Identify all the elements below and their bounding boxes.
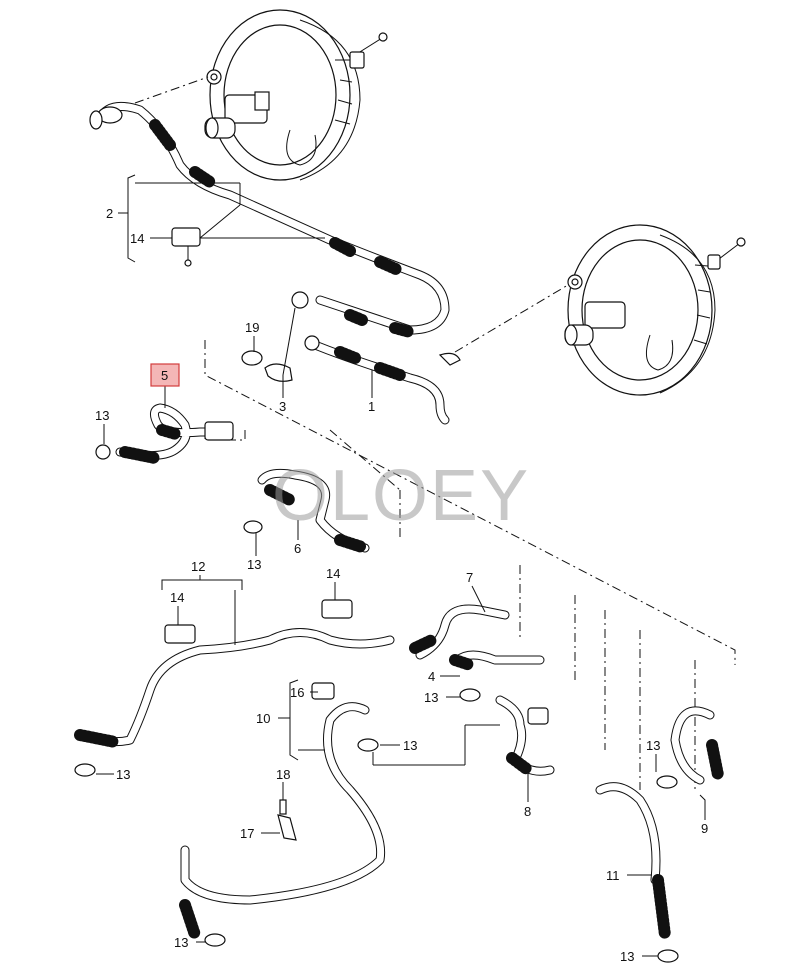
callout-1: 1 [368, 399, 375, 414]
hose-part-8 [495, 695, 555, 776]
callout-3: 3 [279, 399, 286, 414]
fitting-part-3 [264, 363, 293, 382]
callout-13: 13 [247, 557, 261, 572]
vacuum-line-part-12 [74, 599, 395, 777]
callout-13: 13 [174, 935, 188, 950]
hose-assembly-part-6 [243, 468, 370, 553]
callout-4: 4 [428, 669, 435, 684]
callout-14: 14 [170, 590, 184, 605]
bracket-part-17 [277, 799, 297, 841]
clip-part-14-upper [171, 227, 201, 267]
callout-7: 7 [466, 570, 473, 585]
brake-booster-upper [204, 9, 388, 181]
callout-13: 13 [424, 690, 438, 705]
callout-19: 19 [245, 320, 259, 335]
hose-part-9 [656, 706, 724, 789]
highlight-label: 5 [161, 368, 168, 383]
callout-18: 18 [276, 767, 290, 782]
callout-13: 13 [646, 738, 660, 753]
callout-13: 13 [403, 738, 417, 753]
callout-8: 8 [524, 804, 531, 819]
callout-13: 13 [95, 408, 109, 423]
hose-part-4 [449, 650, 545, 702]
callout-9: 9 [701, 821, 708, 836]
highlight-box [150, 363, 180, 387]
vacuum-line-part-10 [179, 682, 386, 947]
callout-6: 6 [294, 541, 301, 556]
callout-10: 10 [256, 711, 270, 726]
callout-leaders [96, 174, 706, 957]
brake-booster-right [564, 224, 746, 396]
hose-part-5 [95, 403, 234, 464]
hose-part-7 [409, 604, 510, 660]
hose-part-11 [595, 782, 679, 963]
callout-13: 13 [620, 949, 634, 964]
callout-14: 14 [326, 566, 340, 581]
callout-16: 16 [290, 685, 304, 700]
vacuum-line-upper [89, 101, 450, 338]
fitting-part-19 [241, 350, 263, 366]
watermark: OLOEY [272, 456, 530, 536]
callout-13: 13 [116, 767, 130, 782]
callout-17: 17 [240, 826, 254, 841]
callout-labels: 2 14 19 3 1 13 6 13 12 14 14 7 4 13 16 1… [95, 206, 708, 964]
callout-11: 11 [606, 868, 620, 883]
highlight-part-5: 5 [150, 363, 180, 387]
callout-2: 2 [106, 206, 113, 221]
callout-12: 12 [191, 559, 205, 574]
vacuum-line-part-1 [304, 335, 461, 425]
callout-14: 14 [130, 231, 144, 246]
leader-lines [134, 76, 736, 790]
